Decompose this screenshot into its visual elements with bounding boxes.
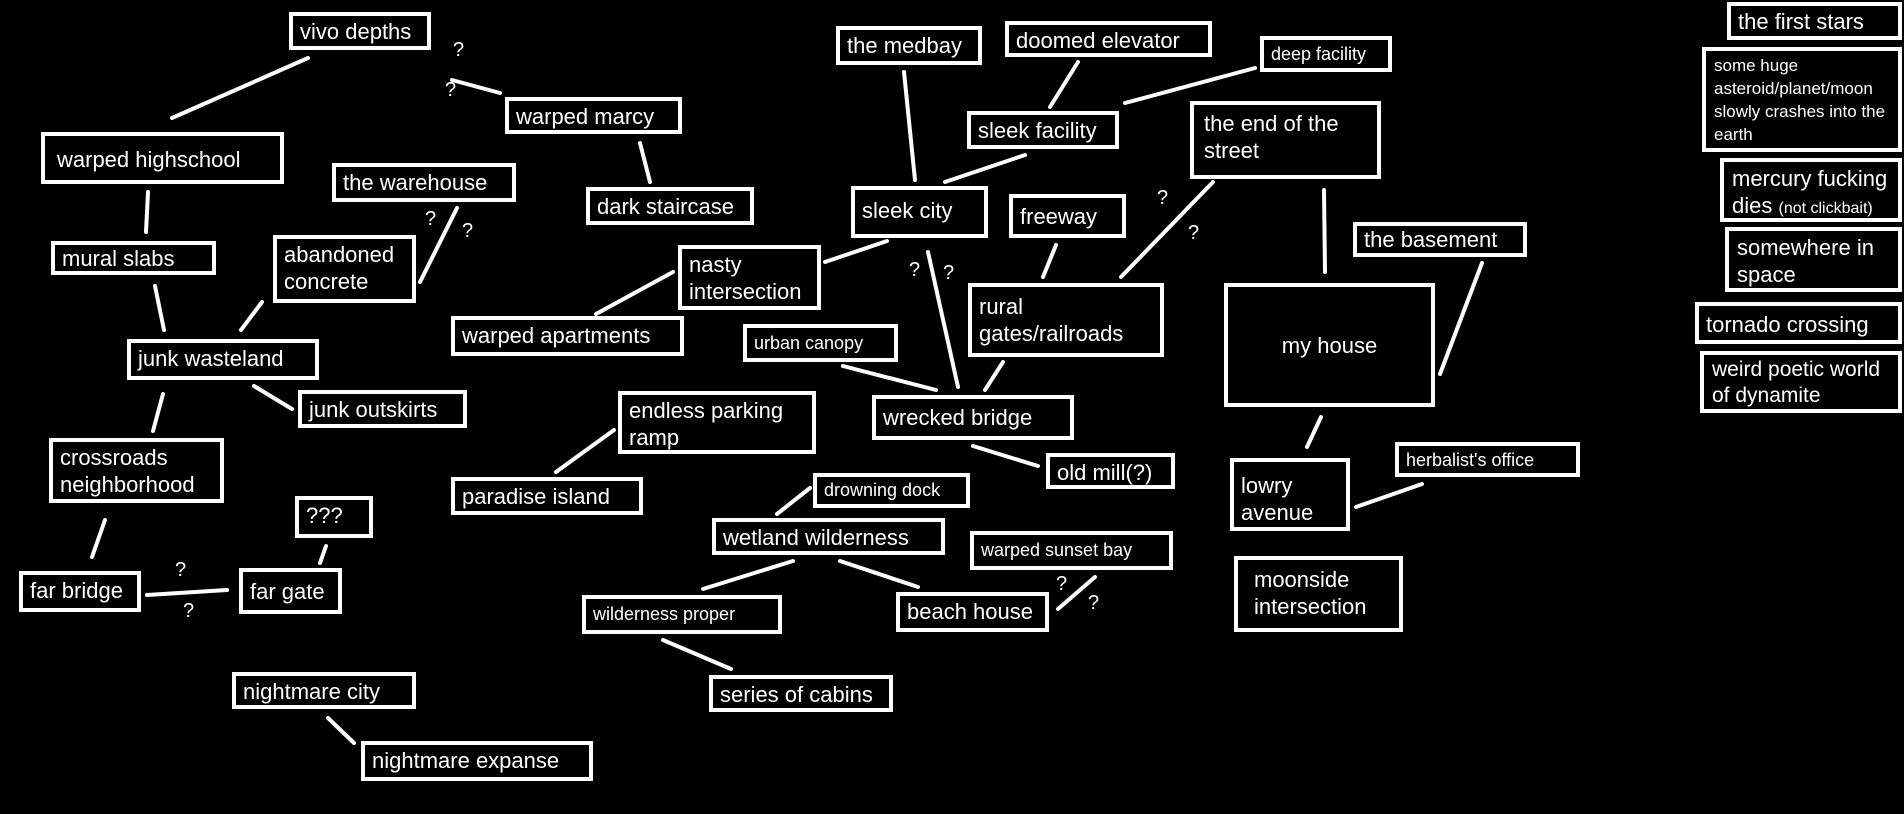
node-warped-sunset-bay: warped sunset bay — [970, 531, 1173, 570]
node-urban-canopy: urban canopy — [743, 324, 898, 362]
node-herbalists-office: herbalist's office — [1395, 442, 1580, 477]
edge-vivo-marcy — [450, 78, 502, 95]
edge-crossroads-farbridge — [90, 518, 107, 559]
edge-rural-wrecked — [983, 360, 1005, 392]
node-tornado-crossing: tornado crossing — [1695, 302, 1902, 344]
node-paradise-island: paradise island — [451, 477, 643, 515]
node-the-basement: the basement — [1353, 222, 1527, 257]
node-end-of-street: the end of the street — [1190, 101, 1381, 179]
edge-vivo-highschool — [170, 56, 310, 120]
node-nightmare-expanse: nightmare expanse — [361, 741, 593, 781]
node-far-bridge: far bridge — [19, 571, 141, 612]
node-wilderness-proper: wilderness proper — [582, 595, 782, 634]
node-junk-outskirts: junk outskirts — [298, 390, 467, 428]
edge-question-mark: ? — [1088, 592, 1100, 614]
node-crossroads-neighborhood: crossroads neighborhood — [49, 438, 224, 503]
edge-junk-crossroads — [151, 392, 165, 433]
edge-sunset-beach — [1056, 575, 1097, 611]
node-doomed-elevator: doomed elevator — [1005, 21, 1212, 57]
node-wrecked-bridge: wrecked bridge — [872, 395, 1074, 440]
node-warped-highschool: warped highschool — [41, 132, 284, 184]
node-old-mill: old mill(?) — [1046, 453, 1175, 489]
edge-freeway-rural — [1041, 243, 1058, 279]
node-junk-wasteland: junk wasteland — [127, 339, 319, 380]
edge-question-mark: ? — [175, 559, 187, 581]
edge-street-rural — [1119, 180, 1215, 279]
node-vivo-depths: vivo depths — [289, 12, 431, 50]
edge-question-mark: ? — [453, 39, 465, 61]
node-mural-slabs: mural slabs — [51, 241, 216, 275]
edge-farbridge-fargate — [145, 588, 229, 597]
node-wetland-wilderness: wetland wilderness — [712, 518, 945, 555]
node-the-warehouse: the warehouse — [332, 163, 516, 202]
node-weird-poetic-world: weird poetic world of dynamite — [1700, 351, 1902, 413]
edge-junk-outskirts — [252, 384, 294, 411]
edge-dock-wetland — [775, 486, 812, 516]
edge-question-mark: ? — [183, 600, 195, 622]
edge-question-mark: ? — [425, 208, 437, 230]
node-mercury-dies-title: mercury fucking dies — [1732, 166, 1888, 218]
node-far-gate: far gate — [239, 568, 342, 614]
edge-sleekcity-wrecked — [926, 250, 960, 389]
node-moonside-intersection: moonside intersection — [1234, 556, 1403, 632]
node-drowning-dock: drowning dock — [813, 473, 970, 508]
node-somewhere-in-space: somewhere in space — [1725, 227, 1902, 292]
edge-warehouse-concrete — [418, 206, 459, 284]
node-asteroid-crash: some huge asteroid/planet/moon slowly cr… — [1702, 47, 1902, 152]
edge-sleekcity-nasty — [823, 239, 889, 264]
edge-medbay-sleekcity — [902, 70, 917, 182]
node-nasty-intersection: nasty intersection — [678, 245, 821, 310]
edge-parking-paradise — [554, 428, 616, 474]
node-endless-parking-ramp: endless parking ramp — [618, 391, 816, 454]
edge-marcy-staircase — [638, 141, 652, 184]
edge-street-house — [1322, 188, 1327, 274]
node-warped-marcy: warped marcy — [505, 97, 682, 134]
edge-question-mark: ? — [1157, 187, 1169, 209]
node-the-medbay: the medbay — [836, 26, 982, 65]
edge-wrecked-oldmill — [971, 444, 1040, 468]
edge-wilderness-cabins — [661, 638, 733, 671]
node-my-house: my house — [1224, 283, 1435, 407]
edge-question-mark: ? — [909, 259, 921, 281]
node-beach-house: beach house — [896, 592, 1049, 632]
node-series-of-cabins: series of cabins — [709, 675, 893, 712]
edge-question-mark: ? — [1056, 573, 1068, 595]
edge-wetland-wilderness — [701, 559, 795, 591]
edge-sleekfacility-sleekcity — [943, 153, 1027, 184]
node-deep-facility: deep facility — [1260, 36, 1392, 72]
edge-house-lowry — [1305, 415, 1323, 449]
node-mercury-dies-note: (not clickbait) — [1778, 200, 1873, 217]
edge-canopy-wrecked — [841, 364, 938, 392]
edge-mural-junk — [153, 284, 166, 332]
edge-basement-house — [1438, 261, 1484, 376]
edge-nasty-apartments — [594, 270, 675, 316]
edge-question-mark: ? — [943, 262, 955, 284]
edge-highschool-mural — [144, 190, 150, 234]
node-unknown: ??? — [295, 496, 373, 538]
edge-wetland-beach — [838, 559, 920, 589]
node-sleek-facility: sleek facility — [967, 111, 1119, 149]
edge-nightmare — [326, 716, 356, 745]
node-rural-gates-railroads: rural gates/railroads — [968, 283, 1164, 357]
edge-question-mark: ? — [1188, 222, 1200, 244]
node-nightmare-city: nightmare city — [232, 672, 416, 709]
edge-question-mark: ? — [462, 220, 474, 242]
edge-question-mark: ? — [445, 79, 457, 101]
edge-deepfacility-sleekfacility — [1123, 66, 1257, 105]
edge-elevator-sleekfacility — [1048, 60, 1080, 109]
node-the-first-stars: the first stars — [1727, 2, 1902, 40]
node-sleek-city: sleek city — [851, 186, 988, 238]
node-abandoned-concrete: abandoned concrete — [273, 235, 416, 303]
node-dark-staircase: dark staircase — [586, 187, 754, 225]
edge-unknown-fargate — [318, 544, 328, 565]
node-freeway: freeway — [1009, 194, 1126, 238]
edge-lowry-herbalist — [1354, 482, 1424, 509]
node-mercury-dies: mercury fucking dies (not clickbait) — [1720, 158, 1902, 222]
node-lowry-avenue: lowry avenue — [1230, 458, 1350, 531]
node-warped-apartments: warped apartments — [451, 316, 684, 356]
edge-concrete-junk — [239, 300, 264, 332]
